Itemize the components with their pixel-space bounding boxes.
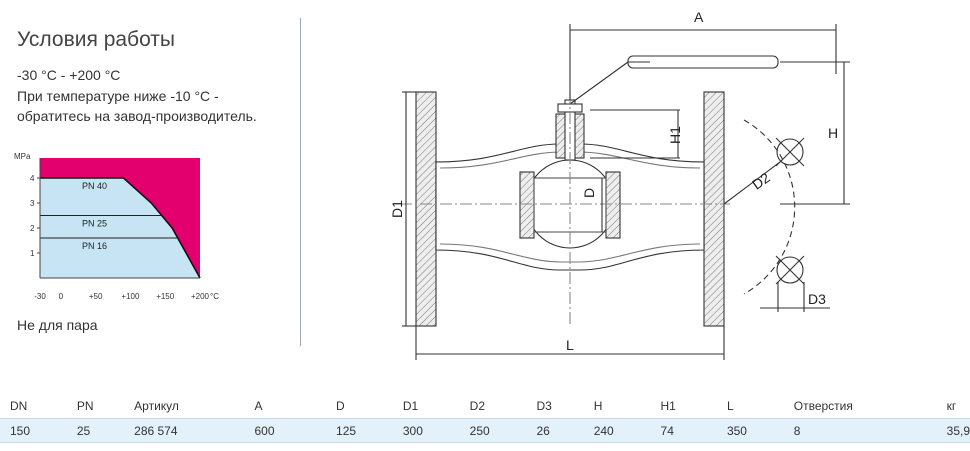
temp-range: -30 °C - +200 °C <box>17 67 121 83</box>
handle-grip <box>627 55 779 69</box>
y-tick-label: 4 <box>30 174 35 183</box>
dim-D1: D1 <box>389 200 405 218</box>
dim-D3: D3 <box>808 291 826 307</box>
y-axis-label: MPa <box>14 152 31 161</box>
pressure-limit-line <box>40 177 201 279</box>
col-d3: D3 <box>536 399 552 413</box>
col-dn: DN <box>10 399 28 413</box>
cell-a: 600 <box>244 418 327 443</box>
conditions-panel: Условия работы -30 °C - +200 °C При темп… <box>0 0 300 360</box>
spec-table: DN PN Артикул A D D1 D2 D3 H H1 L Отверс… <box>0 394 970 443</box>
x-tick-label: +50 <box>89 292 103 301</box>
x-tick-label: +150 <box>156 292 175 301</box>
y-tick-label: 2 <box>30 224 35 233</box>
dim-H: H <box>828 125 838 141</box>
cell-holes: 8 <box>783 418 937 443</box>
col-kg: кг <box>946 399 957 413</box>
cell-h1: 74 <box>650 418 717 443</box>
cell-kg: 35,9 <box>936 418 970 443</box>
dim-H1: H1 <box>667 126 683 144</box>
cell-article: 286 574 <box>124 418 245 443</box>
table-row: 150 25 286 574 600 125 300 250 26 240 74… <box>0 418 970 443</box>
steam-note: Не для пара <box>17 317 98 333</box>
y-tick-label: 1 <box>30 249 35 258</box>
temp-note-line1: При температуре ниже -10 °C - <box>17 88 219 104</box>
col-d2: D2 <box>469 399 485 413</box>
conditions-title: Условия работы <box>17 28 176 51</box>
cell-d3: 26 <box>526 418 584 443</box>
col-a: A <box>254 399 263 413</box>
dim-L: L <box>566 337 574 353</box>
cell-d: 125 <box>326 418 393 443</box>
x-tick-label: -30 <box>34 292 46 301</box>
temp-note: При температуре ниже -10 °C - обратитесь… <box>17 86 307 126</box>
x-tick-label: 0 <box>59 292 64 301</box>
divider <box>300 18 301 346</box>
y-tick-label: 3 <box>30 199 35 208</box>
cell-d1: 300 <box>392 418 460 443</box>
dim-D2: D2 <box>749 169 773 192</box>
pn-level-label: PN 25 <box>82 219 107 229</box>
col-d1: D1 <box>402 399 419 413</box>
x-tick-label: +200 <box>191 292 210 301</box>
col-article: Артикул <box>134 399 179 413</box>
bolt-hole-bottom <box>776 256 804 284</box>
left-flange <box>415 91 437 327</box>
bolt-hole-top <box>776 138 804 166</box>
handle <box>569 61 629 105</box>
dim-A: A <box>694 9 704 25</box>
cell-dn: 150 <box>0 418 67 443</box>
cell-d2: 250 <box>459 418 527 443</box>
cell-h: 240 <box>583 418 651 443</box>
x-tick-label: +100 <box>121 292 140 301</box>
cell-l: 350 <box>716 418 784 443</box>
safe-region <box>40 178 200 278</box>
valve-drawing: A H H1 D D1 D2 D3 L <box>389 9 850 360</box>
spec-header-row: DN PN Артикул A D D1 D2 D3 H H1 L Отверс… <box>0 394 970 419</box>
col-h: H <box>593 399 603 413</box>
col-pn: PN <box>76 399 94 413</box>
col-h1: H1 <box>660 399 676 413</box>
right-flange <box>703 91 725 327</box>
col-l: L <box>726 399 734 413</box>
col-holes: Отверстия <box>793 399 853 413</box>
x-axis-label: °C <box>210 292 219 301</box>
pressure-temperature-chart: PN 40 PN 25 PN 16 1 2 3 4 -30 0 +50 +100 +150 +200 MP… <box>14 152 219 301</box>
col-d: D <box>336 399 345 413</box>
pn-level-label: PN 40 <box>82 181 107 191</box>
temp-note-line2: обратитесь на завод-производитель. <box>17 108 257 124</box>
right-seat <box>605 171 621 239</box>
bolt-circle-arc <box>743 119 796 295</box>
left-seat <box>519 171 535 239</box>
pn-level-label: PN 16 <box>82 241 107 251</box>
dim-D: D <box>581 188 597 198</box>
cell-pn: 25 <box>66 418 125 443</box>
